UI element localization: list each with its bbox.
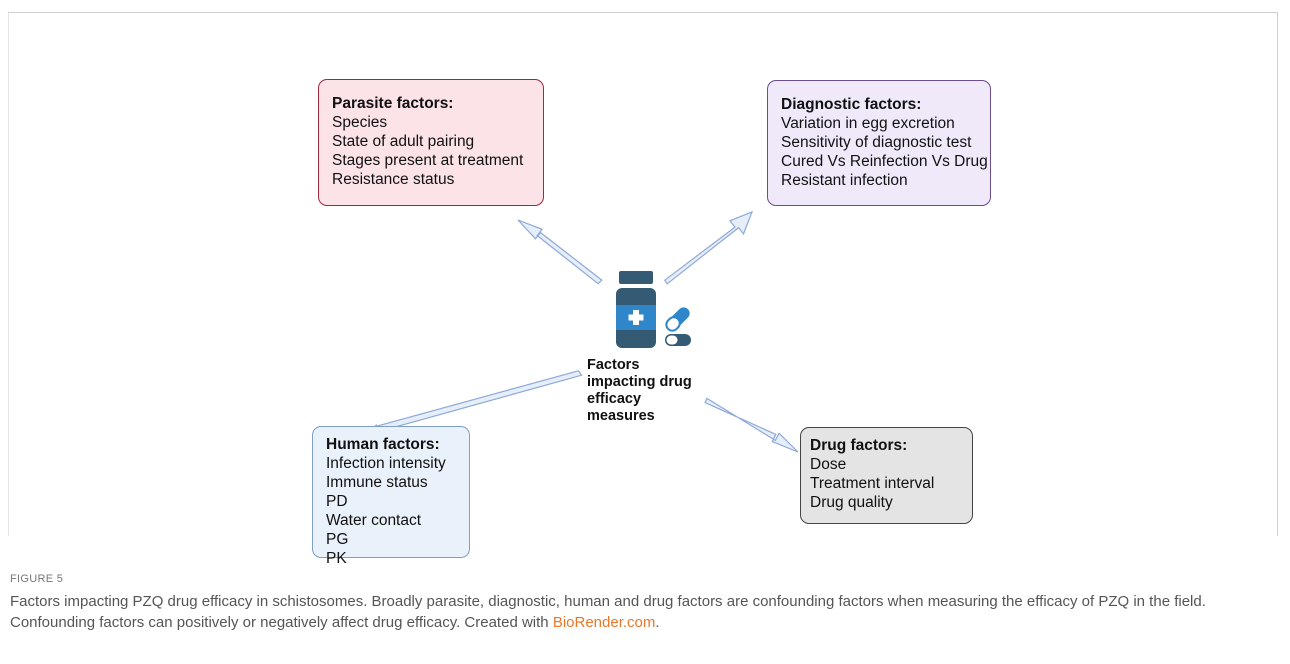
figure-number: FIGURE 5 [10,573,64,585]
human-factor-item: Water contact [326,512,422,529]
diagnostic-factor-item: Cured Vs Reinfection Vs Drug [781,153,988,170]
center-label-line: Factors [587,357,640,373]
parasite-factor-item: State of adult pairing [332,133,475,150]
drug-factor-item: Drug quality [810,494,893,511]
parasite-factors-box: Parasite factors: Species State of adult… [318,79,544,206]
drug-factor-item: Dose [810,456,847,473]
human-factor-item: Infection intensity [326,455,446,472]
center-label-line: measures [587,408,655,424]
medicine-icon-group [616,271,691,348]
parasite-factor-item: Species [332,114,388,131]
pill-icon [665,334,691,346]
arrow-to-diagnostic [663,210,754,285]
caption-end: . [655,613,660,631]
diagnostic-factor-item: Resistant infection [781,172,908,189]
diagnostic-factor-item: Variation in egg excretion [781,115,955,132]
human-factors-box: Human factors: Infection intensity Immun… [312,426,470,567]
capsule-icon [665,307,690,332]
parasite-factors-title: Parasite factors: [332,95,454,112]
diagnostic-factor-item: Sensitivity of diagnostic test [781,134,972,151]
center-label-line: efficacy [587,391,642,407]
human-factor-item: Immune status [326,474,428,491]
medicine-bottle-icon [616,271,656,348]
arrow-to-drug [704,397,799,453]
center-label: Factors impacting drug efficacy measures [587,357,717,425]
drug-factors-title: Drug factors: [810,437,908,454]
center-label-line: impacting drug [587,374,692,390]
diagnostic-factors-title: Diagnostic factors: [781,96,922,113]
parasite-factor-item: Resistance status [332,171,455,188]
diagnostic-factors-box: Diagnostic factors: Variation in egg exc… [767,80,991,206]
figure-caption: Factors impacting PZQ drug efficacy in s… [10,592,1280,633]
human-factor-item: PD [326,493,348,510]
biorender-link[interactable]: BioRender.com [552,613,656,631]
human-factor-item: PG [326,531,349,548]
parasite-factor-item: Stages present at treatment [332,152,524,169]
drug-factor-item: Treatment interval [810,475,935,492]
human-factors-title: Human factors: [326,436,440,453]
drug-factors-box: Drug factors: Dose Treatment interval Dr… [800,427,973,524]
arrow-to-parasite [517,219,603,285]
caption-text: Factors impacting PZQ drug efficacy in s… [10,593,1206,631]
figure-frame [8,12,1278,536]
human-factor-item: PK [326,550,347,567]
